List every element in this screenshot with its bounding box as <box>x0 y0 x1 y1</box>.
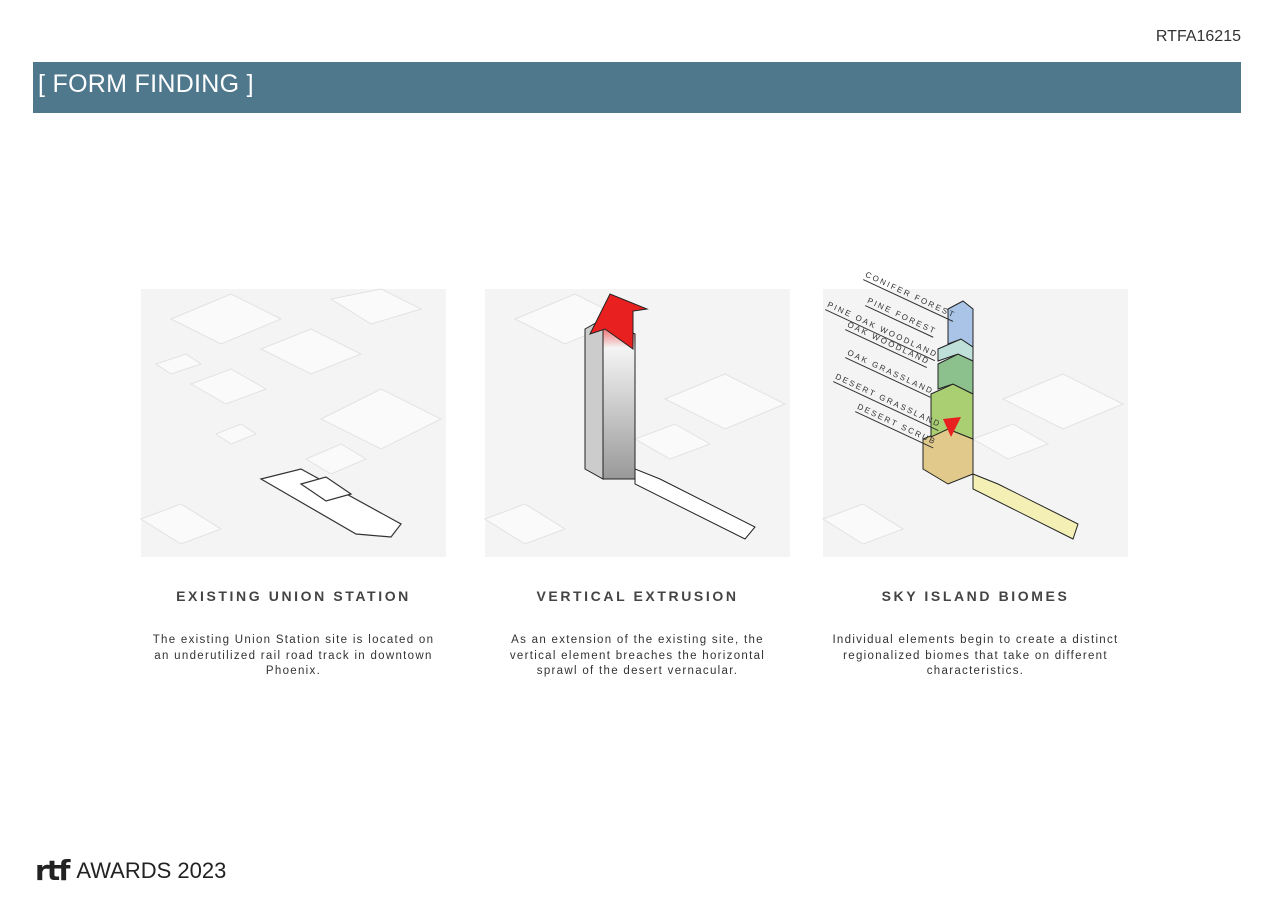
desc-line: Phoenix. <box>265 665 322 677</box>
panel-description: The existing Union Station site is locat… <box>141 633 446 680</box>
extrusion-illustration <box>483 293 787 545</box>
biomes-illustration <box>821 300 1125 545</box>
logo-text: AWARDS 2023 <box>76 857 227 883</box>
desc-line: The existing Union Station site is locat… <box>152 634 435 646</box>
desc-line: characteristics. <box>926 665 1025 677</box>
desc-line: sprawl of the desert vernacular. <box>536 665 739 677</box>
section-title: [ FORM FINDING ] <box>38 70 254 98</box>
desc-line: As an extension of the existing site, th… <box>511 634 764 646</box>
panel-title: SKY ISLAND BIOMES <box>881 588 1070 604</box>
down-arrow-icon <box>943 417 961 437</box>
city-massing-illustration <box>139 288 443 545</box>
desc-line: an underutilized rail road track in down… <box>154 649 433 662</box>
desc-line: vertical element breaches the horizontal <box>509 649 766 662</box>
sky-island-biomes-image: CONIFER FOREST PINE FOREST PINE OAK WOOD… <box>821 270 1128 557</box>
vertical-extrusion-image <box>483 289 790 557</box>
panel-description: As an extension of the existing site, th… <box>485 633 790 680</box>
project-code: RTFA16215 <box>1155 28 1241 45</box>
logo-mark: rtf <box>35 854 70 887</box>
rtf-awards-logo: rtf AWARDS 2023 <box>35 854 226 887</box>
up-arrow-icon <box>589 293 649 350</box>
desc-line: regionalized biomes that take on differe… <box>843 649 1108 662</box>
panel-title: EXISTING UNION STATION <box>176 588 411 604</box>
desc-line: Individual elements begin to create a di… <box>832 634 1119 646</box>
existing-union-station-image <box>139 288 446 557</box>
panel-title: VERTICAL EXTRUSION <box>536 588 739 604</box>
panel-description: Individual elements begin to create a di… <box>823 633 1128 680</box>
section-banner: [ FORM FINDING ] <box>33 62 1241 113</box>
